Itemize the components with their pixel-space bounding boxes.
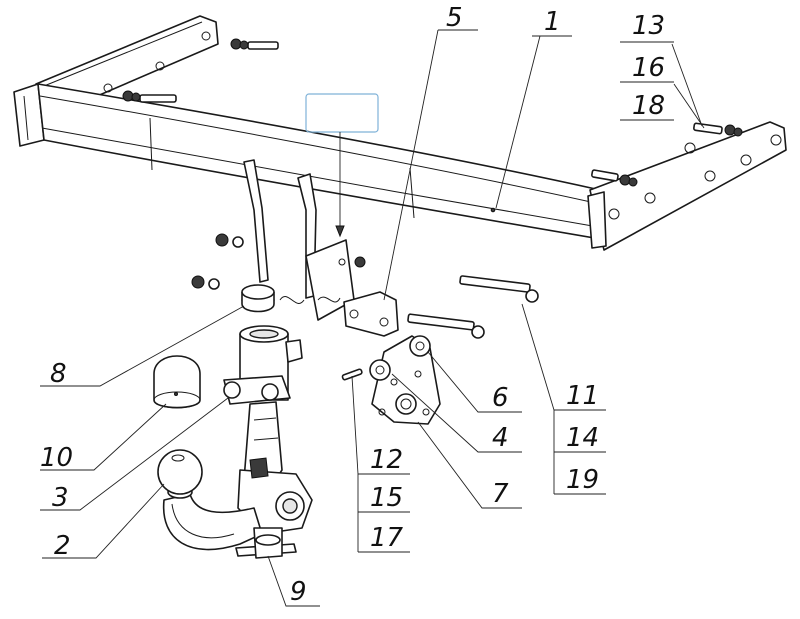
socket-plate-part-7	[369, 335, 441, 425]
bolt-top-left-1	[230, 38, 279, 50]
mounting-straps	[243, 159, 355, 321]
small-pin	[341, 368, 363, 381]
callout-2: 2	[54, 531, 71, 561]
callout-17: 17	[370, 523, 404, 553]
tow-ball-assembly	[157, 325, 313, 559]
loose-nuts	[191, 233, 366, 290]
callout-15: 15	[370, 483, 403, 513]
callout-7: 7	[492, 479, 509, 509]
callout-6: 6	[492, 383, 509, 413]
ball-cap-part-10	[153, 355, 201, 409]
spacer-part-8	[241, 284, 275, 313]
cross-beam	[13, 15, 787, 251]
callout-11: 11	[566, 381, 599, 411]
highlight-box	[305, 93, 379, 133]
callout-5: 5	[446, 3, 463, 33]
washer-part-6	[409, 335, 431, 357]
plate-part-5	[343, 291, 399, 337]
callout-13: 13	[632, 11, 665, 41]
bolt-top-right-1	[693, 122, 743, 137]
callout-3: 3	[52, 483, 69, 513]
washer-part-4	[369, 359, 391, 381]
callout-16: 16	[632, 53, 665, 83]
bolt-top-left-2	[122, 90, 177, 103]
callout-4: 4	[492, 423, 509, 453]
callout-9: 9	[290, 577, 307, 607]
top-bolts	[122, 38, 743, 187]
callout-8: 8	[50, 359, 67, 389]
bolt-top-right-2	[591, 169, 638, 187]
callout-1: 1	[544, 7, 561, 37]
leader-lines	[40, 29, 705, 607]
beam-marker-dot	[490, 207, 496, 213]
callout-10: 10	[40, 443, 73, 473]
callout-labels: 1 5 13 16 18 8 10 3 2 9 6 4 7 11 14 19 1…	[40, 3, 665, 607]
callout-19: 19	[566, 465, 599, 495]
callout-12: 12	[370, 445, 403, 475]
callout-14: 14	[566, 423, 599, 453]
callout-18: 18	[632, 91, 665, 121]
long-bolts	[407, 275, 539, 339]
